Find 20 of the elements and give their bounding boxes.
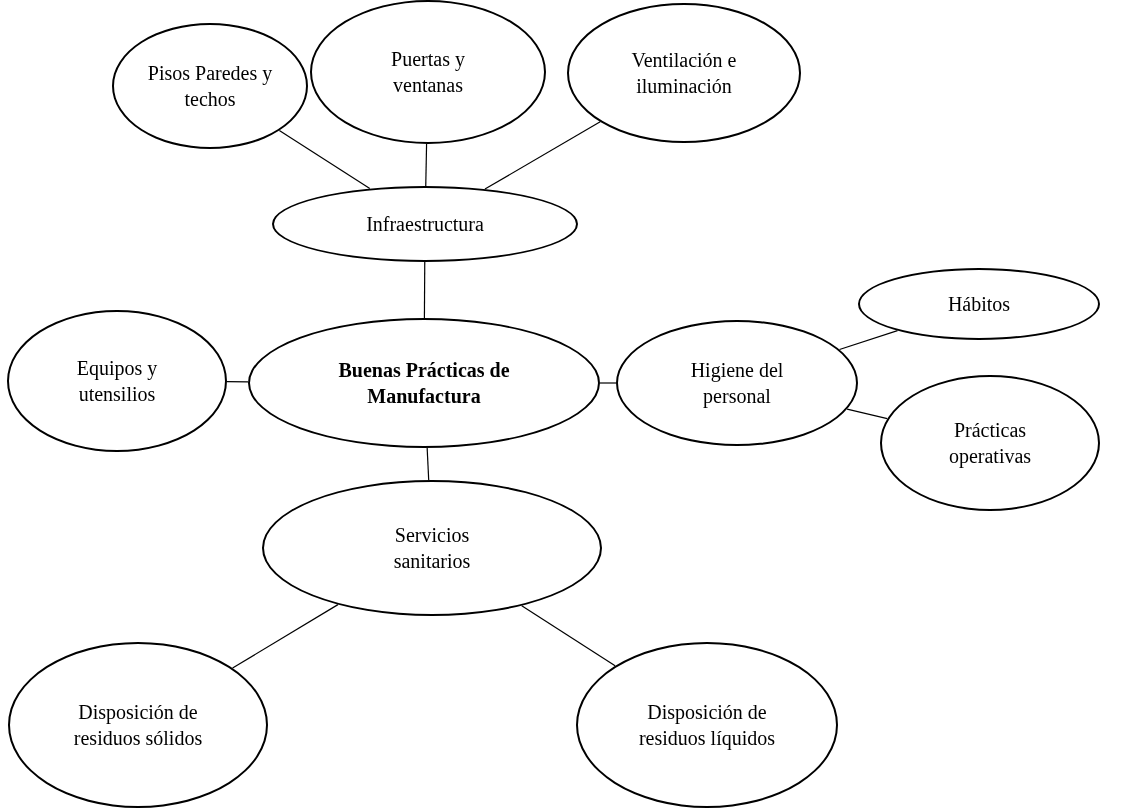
connector-line bbox=[521, 605, 616, 667]
connector-line bbox=[232, 604, 339, 669]
connector-line bbox=[423, 261, 426, 319]
node-label: Infraestructura bbox=[365, 212, 485, 237]
node-label: Prácticas operativas bbox=[947, 418, 1033, 469]
node-label: Buenas Prácticas de Manufactura bbox=[337, 358, 511, 409]
node-label: Disposición de residuos sólidos bbox=[72, 700, 204, 751]
node-label: Higiene del personal bbox=[689, 358, 785, 409]
connector-line bbox=[425, 143, 428, 187]
connector-line bbox=[426, 447, 430, 481]
connector-line bbox=[599, 382, 617, 384]
node-label: Disposición de residuos líquidos bbox=[637, 700, 777, 751]
node-label: Ventilación e iluminación bbox=[630, 48, 738, 99]
node-label: Hábitos bbox=[946, 292, 1012, 317]
connector-line bbox=[838, 330, 899, 351]
node-label: Puertas y ventanas bbox=[390, 47, 466, 98]
connector-line bbox=[226, 381, 249, 383]
node-label: Pisos Paredes y techos bbox=[147, 61, 273, 112]
node-label: Equipos y utensilios bbox=[75, 356, 159, 407]
node-label: Servicios sanitarios bbox=[392, 523, 472, 574]
